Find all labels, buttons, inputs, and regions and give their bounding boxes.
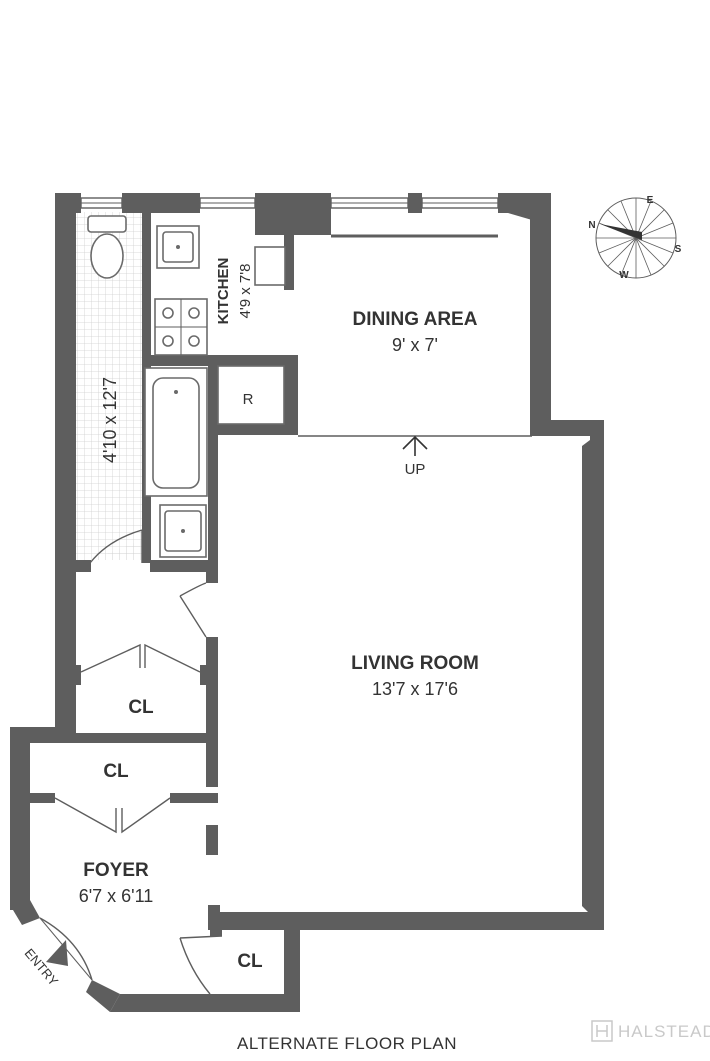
compass-north: N bbox=[588, 220, 595, 231]
bath-sink bbox=[159, 504, 207, 558]
interior-walls bbox=[10, 213, 298, 936]
living-room-name: LIVING ROOM bbox=[351, 653, 479, 674]
halstead-logo-icon bbox=[591, 1020, 613, 1042]
foyer-name: FOYER bbox=[83, 860, 149, 881]
stove bbox=[154, 298, 208, 356]
refrigerator-label: R bbox=[243, 391, 254, 408]
compass-west: W bbox=[619, 270, 629, 281]
closet-label-3: CL bbox=[237, 951, 263, 972]
kitchen-sink bbox=[156, 225, 200, 269]
closet-label-2: CL bbox=[103, 761, 129, 782]
refrigerator bbox=[217, 365, 285, 425]
compass-east: E bbox=[647, 195, 654, 206]
up-label: UP bbox=[405, 461, 426, 478]
room-labels: DINING AREA 9' x 7' KITCHEN 4'9 x 7'8 4'… bbox=[22, 258, 479, 989]
bathtub bbox=[144, 367, 208, 497]
up-arrow-icon bbox=[402, 435, 428, 456]
foyer-dims: 6'7 x 6'11 bbox=[79, 886, 154, 906]
halstead-watermark: HALSTEAD bbox=[591, 1020, 710, 1042]
watermark-text: HALSTEAD bbox=[618, 1022, 710, 1041]
compass-needle-icon bbox=[600, 224, 642, 240]
closet-label-1: CL bbox=[128, 697, 154, 718]
dining-area-name: DINING AREA bbox=[353, 309, 478, 330]
dining-area-dims: 9' x 7' bbox=[392, 335, 438, 355]
windows bbox=[80, 197, 499, 238]
exterior-walls bbox=[10, 193, 604, 1012]
floor-plan-caption: ALTERNATE FLOOR PLAN bbox=[237, 1034, 457, 1053]
kitchen-name: KITCHEN bbox=[215, 258, 232, 325]
door-swings bbox=[39, 529, 223, 995]
living-room-dims: 13'7 x 17'6 bbox=[372, 679, 458, 699]
kitchen-counter-right bbox=[254, 246, 286, 286]
kitchen-dims: 4'9 x 7'8 bbox=[237, 264, 254, 319]
compass: N E S W bbox=[588, 195, 681, 281]
compass-south: S bbox=[675, 244, 682, 255]
bath-dims: 4'10 x 12'7 bbox=[100, 377, 120, 463]
entry-arrow-icon bbox=[46, 940, 68, 966]
toilet bbox=[87, 215, 127, 279]
